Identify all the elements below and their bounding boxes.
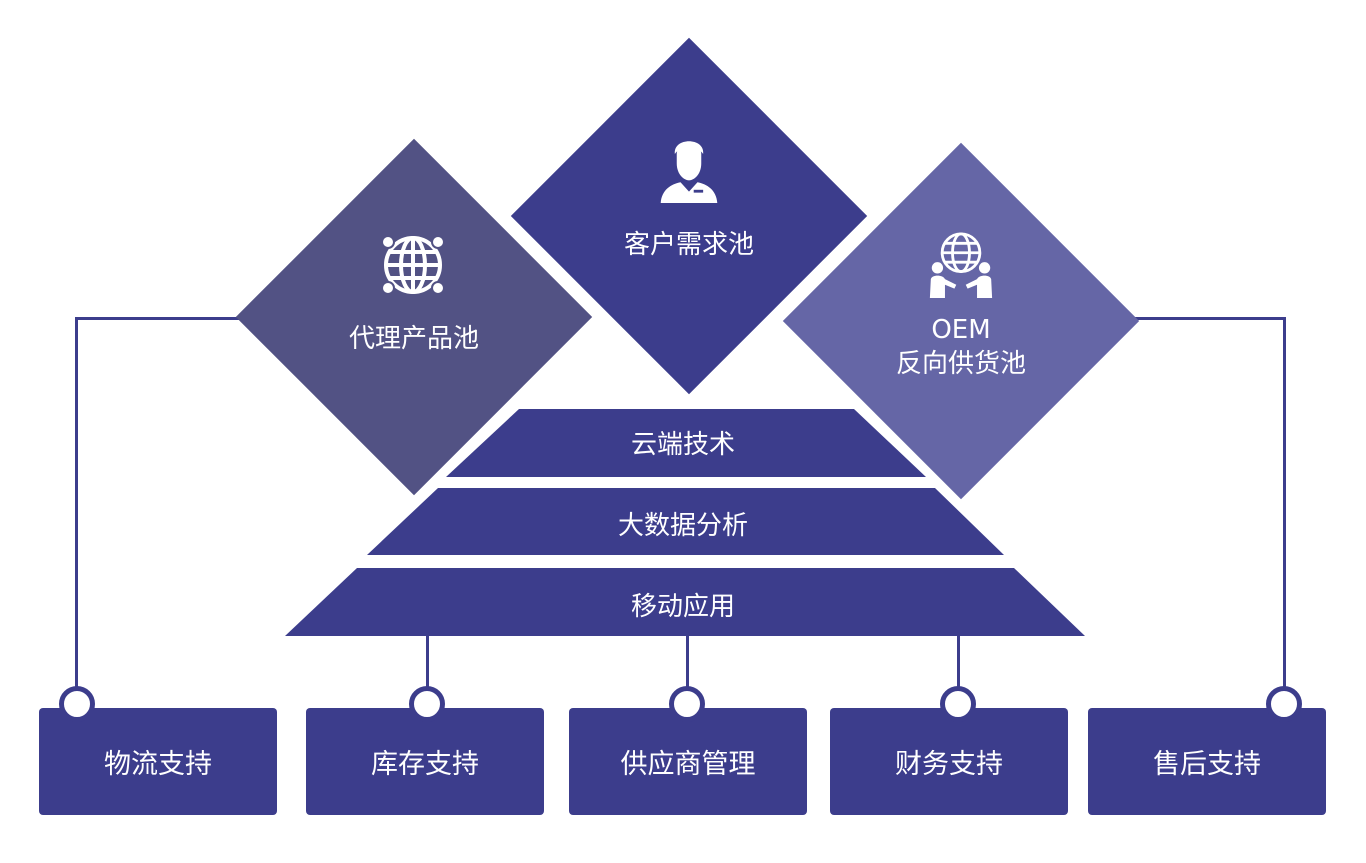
connector-box-2 — [426, 630, 429, 700]
user-icon — [660, 141, 718, 203]
pyramid-layer-cloud — [446, 409, 926, 477]
box-label: 物流支持 — [104, 749, 212, 780]
box-inventory-support: 库存支持 — [306, 708, 544, 815]
connector-dot — [59, 686, 95, 722]
connector-box-3 — [686, 630, 689, 700]
connector-dot — [669, 686, 705, 722]
globe-handshake-icon — [929, 232, 993, 298]
pyramid-layer-mobile — [285, 568, 1085, 636]
box-label: 供应商管理 — [620, 749, 756, 780]
layer-label-bigdata: 大数据分析 — [617, 511, 748, 541]
box-label: 库存支持 — [371, 749, 479, 780]
globe-network-icon — [381, 235, 445, 295]
box-after-sales-support: 售后支持 — [1088, 708, 1326, 815]
connector-box-4 — [957, 630, 960, 700]
label-agent-product-pool: 代理产品池 — [348, 324, 479, 354]
connector-dot — [1266, 686, 1302, 722]
box-label: 财务支持 — [895, 749, 1003, 780]
pyramid-layer-bigdata — [367, 488, 1004, 555]
box-finance-support: 财务支持 — [830, 708, 1068, 815]
label-oem: OEM — [931, 315, 991, 345]
connector-dot — [940, 686, 976, 722]
layer-label-cloud: 云端技术 — [630, 430, 735, 460]
connector-right-vertical — [1283, 317, 1286, 697]
connector-dot — [409, 686, 445, 722]
box-label: 售后支持 — [1153, 749, 1261, 780]
box-supplier-management: 供应商管理 — [569, 708, 807, 815]
connector-left-horizontal — [75, 317, 245, 320]
layer-label-mobile: 移动应用 — [630, 592, 735, 622]
connector-right-horizontal — [1125, 317, 1285, 320]
label-customer-demand-pool: 客户需求池 — [623, 230, 754, 260]
label-reverse-supply-pool: 反向供货池 — [895, 349, 1026, 379]
connector-left-vertical — [75, 317, 78, 697]
box-logistics-support: 物流支持 — [39, 708, 277, 815]
